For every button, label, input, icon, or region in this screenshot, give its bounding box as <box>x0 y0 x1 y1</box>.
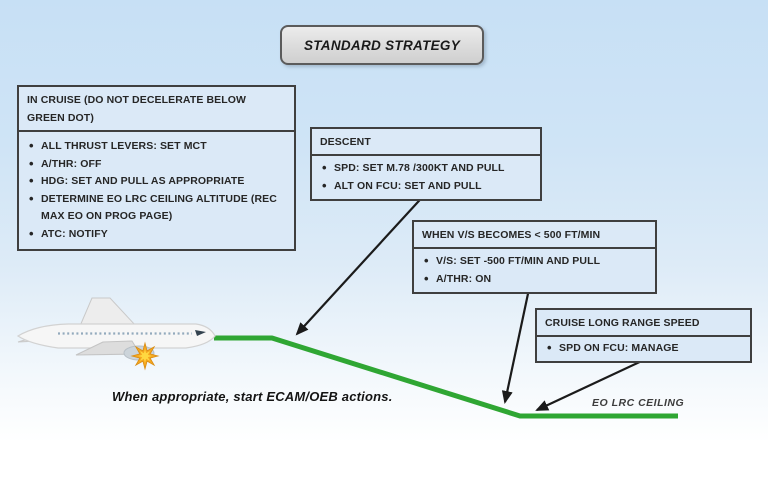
eo-lrc-ceiling-label: EO LRC CEILING <box>592 397 685 409</box>
ecam-note: When appropriate, start ECAM/OEB actions… <box>112 389 393 404</box>
list-item: ALL THRUST LEVERS: SET MCT <box>27 137 290 156</box>
airplane-icon <box>16 297 216 371</box>
list-item: HDG: SET AND PULL AS APPROPRIATE <box>27 172 290 191</box>
list-item: SPD ON FCU: MANAGE <box>545 339 746 358</box>
in-cruise-header: IN CRUISE (DO NOT DECELERATE BELOW GREEN… <box>19 87 294 132</box>
list-item: V/S: SET -500 FT/MIN AND PULL <box>422 252 651 271</box>
engine-fire-burst-icon <box>130 341 160 371</box>
descent-box: DESCENT SPD: SET M.78 /300KT AND PULL AL… <box>310 127 542 201</box>
title-box: STANDARD STRATEGY <box>280 25 484 65</box>
in-cruise-box: IN CRUISE (DO NOT DECELERATE BELOW GREEN… <box>17 85 296 251</box>
when-vs-list: V/S: SET -500 FT/MIN AND PULL A/THR: ON <box>414 249 655 292</box>
cruise-lrs-list: SPD ON FCU: MANAGE <box>537 337 750 361</box>
descent-header: DESCENT <box>312 129 540 156</box>
in-cruise-list: ALL THRUST LEVERS: SET MCT A/THR: OFF HD… <box>19 132 294 249</box>
page-title: STANDARD STRATEGY <box>303 37 461 53</box>
list-item: SPD: SET M.78 /300KT AND PULL <box>320 159 536 178</box>
cruise-lrs-box: CRUISE LONG RANGE SPEED SPD ON FCU: MANA… <box>535 308 752 363</box>
when-vs-pointer-arrow <box>501 288 531 404</box>
list-item: ATC: NOTIFY <box>27 225 290 244</box>
when-vs-box: WHEN V/S BECOMES < 500 FT/MIN V/S: SET -… <box>412 220 657 294</box>
list-item: A/THR: OFF <box>27 155 290 174</box>
descent-list: SPD: SET M.78 /300KT AND PULL ALT ON FCU… <box>312 156 540 199</box>
list-item: A/THR: ON <box>422 270 651 289</box>
list-item: DETERMINE EO LRC CEILING ALTITUDE (REC M… <box>27 190 290 226</box>
cruise-lrs-header: CRUISE LONG RANGE SPEED <box>537 310 750 337</box>
descent-pointer-arrow <box>295 190 429 336</box>
list-item: ALT ON FCU: SET AND PULL <box>320 177 536 196</box>
when-vs-header: WHEN V/S BECOMES < 500 FT/MIN <box>414 222 655 249</box>
